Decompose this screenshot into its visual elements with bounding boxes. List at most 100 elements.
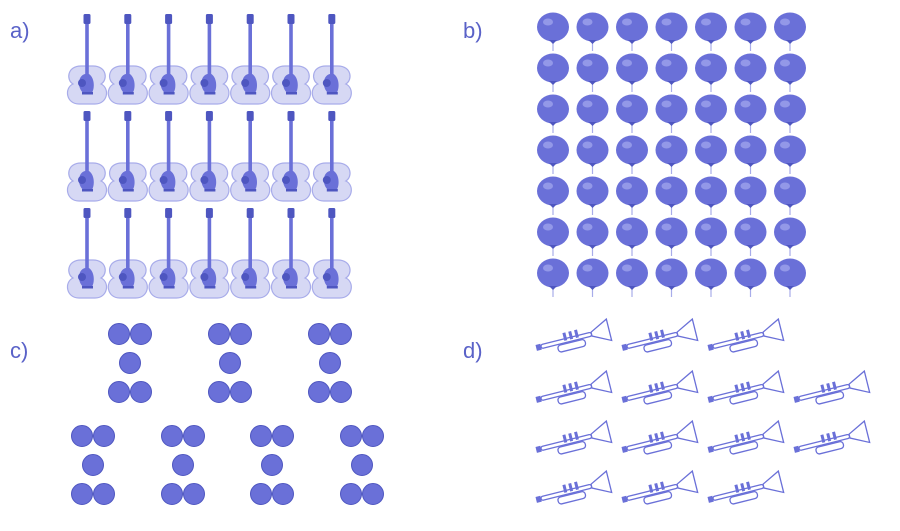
balloon-icon: [734, 258, 767, 297]
balloon-icon: [695, 217, 727, 256]
trumpet-icon: [707, 317, 785, 353]
dot-icon: [340, 425, 362, 447]
balloon-icon: [655, 176, 688, 215]
dot-icon: [230, 323, 252, 345]
balloon-icon: [695, 135, 727, 174]
balloon-icon: [537, 94, 569, 133]
guitar-icon: [270, 111, 312, 202]
dot-icon: [208, 323, 230, 345]
balloon-icon: [537, 12, 569, 51]
dot-icon: [93, 425, 115, 447]
guitar-icon: [66, 14, 108, 105]
guitar-icon: [66, 111, 108, 202]
dot-icon: [93, 483, 115, 505]
guitar-icon: [148, 14, 189, 105]
dot-icon: [108, 323, 130, 345]
balloon-icon: [774, 135, 806, 174]
balloon-icon: [695, 258, 727, 297]
dot-icon: [308, 381, 330, 403]
balloon-icon: [774, 12, 806, 51]
guitar-icon: [230, 208, 271, 299]
panel-a-label: a): [10, 18, 30, 43]
balloon-icon: [537, 53, 569, 92]
balloon-icon: [695, 12, 727, 51]
guitar-icon: [311, 14, 352, 105]
dot-icon: [250, 483, 272, 505]
balloon-icon: [576, 12, 609, 51]
trumpet-icon: [707, 419, 785, 455]
dot-icon: [261, 454, 283, 476]
dot-icon: [230, 381, 252, 403]
balloon-icon: [655, 217, 688, 256]
dot-icon: [308, 323, 330, 345]
dot-group: [340, 425, 384, 505]
panel-c-label: c): [10, 338, 29, 363]
dot-group: [161, 425, 205, 505]
dot-icon: [340, 483, 362, 505]
balloon-icon: [616, 258, 648, 297]
balloon-icon: [774, 53, 806, 92]
guitar-icon: [189, 208, 230, 299]
dot-icon: [119, 352, 141, 374]
guitar-icon: [311, 208, 352, 299]
balloon-icon: [695, 94, 727, 133]
balloon-icon: [695, 53, 727, 92]
balloon-icon: [655, 94, 688, 133]
guitar-icon: [230, 111, 271, 202]
dot-icon: [330, 323, 352, 345]
trumpet-icon: [621, 317, 699, 353]
guitar-icon: [148, 111, 189, 202]
dot-icon: [362, 483, 384, 505]
dot-icon: [351, 454, 373, 476]
balloon-icon: [537, 217, 569, 256]
balloon-icon: [576, 176, 609, 215]
balloon-icon: [655, 258, 688, 297]
guitar-icon: [189, 111, 230, 202]
balloon-icon: [734, 12, 767, 51]
guitar-icon: [230, 14, 271, 105]
dot-icon: [71, 425, 93, 447]
trumpet-icon: [793, 369, 871, 405]
guitar-icon: [189, 14, 230, 105]
balloon-icon: [655, 135, 688, 174]
dot-icon: [172, 454, 194, 476]
guitar-icon: [107, 14, 148, 105]
guitar-icon: [66, 208, 108, 299]
balloon-icon: [774, 94, 806, 133]
panel-d-label: d): [463, 338, 483, 363]
balloon-icon: [537, 176, 569, 215]
dot-group: [71, 425, 115, 505]
dot-icon: [208, 381, 230, 403]
balloon-icon: [734, 135, 767, 174]
balloon-icon: [695, 176, 727, 215]
dot-icon: [183, 425, 205, 447]
dot-icon: [82, 454, 104, 476]
balloon-icon: [576, 94, 609, 133]
trumpet-icon: [535, 469, 613, 505]
dot-icon: [250, 425, 272, 447]
balloon-icon: [655, 53, 688, 92]
balloon-icon: [576, 217, 609, 256]
dot-icon: [108, 381, 130, 403]
dot-group: [108, 323, 152, 403]
balloon-icon: [616, 217, 648, 256]
balloon-icon: [616, 12, 648, 51]
balloon-icon: [774, 176, 806, 215]
guitar-icon: [270, 208, 312, 299]
trumpet-icon: [535, 317, 613, 353]
guitar-icon: [270, 14, 312, 105]
dot-group: [250, 425, 294, 505]
dot-icon: [71, 483, 93, 505]
trumpet-icon: [535, 419, 613, 455]
dot-icon: [161, 483, 183, 505]
guitar-icon: [311, 111, 352, 202]
dot-icon: [319, 352, 341, 374]
dot-icon: [272, 483, 294, 505]
guitar-icon: [107, 208, 148, 299]
trumpet-icon: [707, 369, 785, 405]
dot-icon: [161, 425, 183, 447]
balloon-icon: [576, 53, 609, 92]
balloon-icon: [734, 53, 767, 92]
balloon-icon: [537, 135, 569, 174]
